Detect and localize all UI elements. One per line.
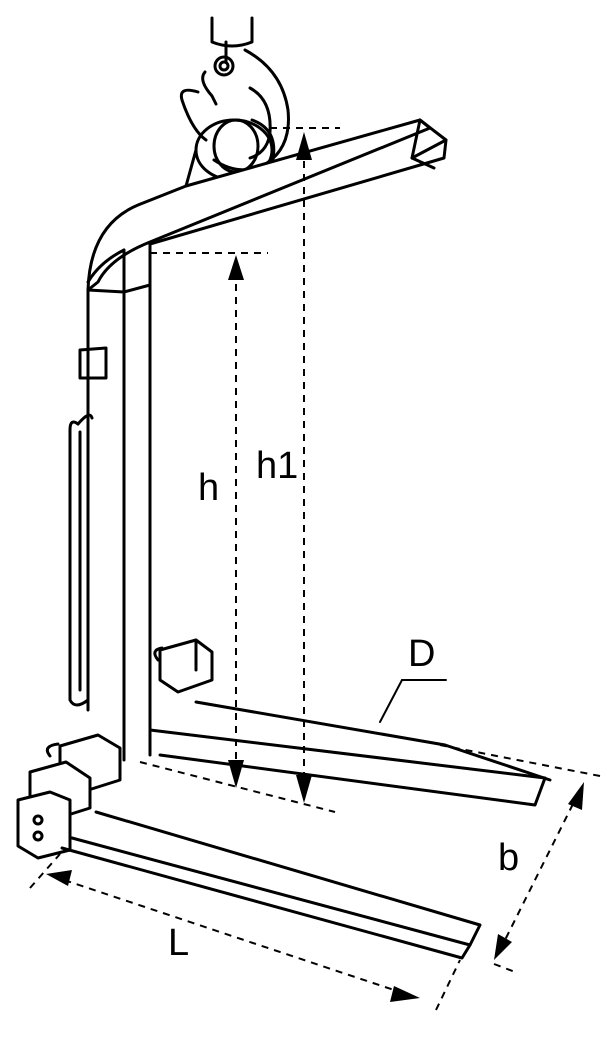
fork-tine-back	[148, 700, 552, 807]
label-h: h	[198, 467, 219, 509]
label-d: D	[408, 633, 435, 675]
dimension-lines	[29, 127, 601, 1011]
fork-tine-front	[60, 810, 482, 960]
dimension-labels: h h1 D b L	[168, 445, 519, 964]
carriage-blocks	[16, 638, 214, 860]
label-h1: h1	[256, 445, 298, 487]
fork-frame	[68, 118, 448, 762]
label-b: b	[498, 837, 519, 879]
label-l: L	[168, 922, 189, 964]
